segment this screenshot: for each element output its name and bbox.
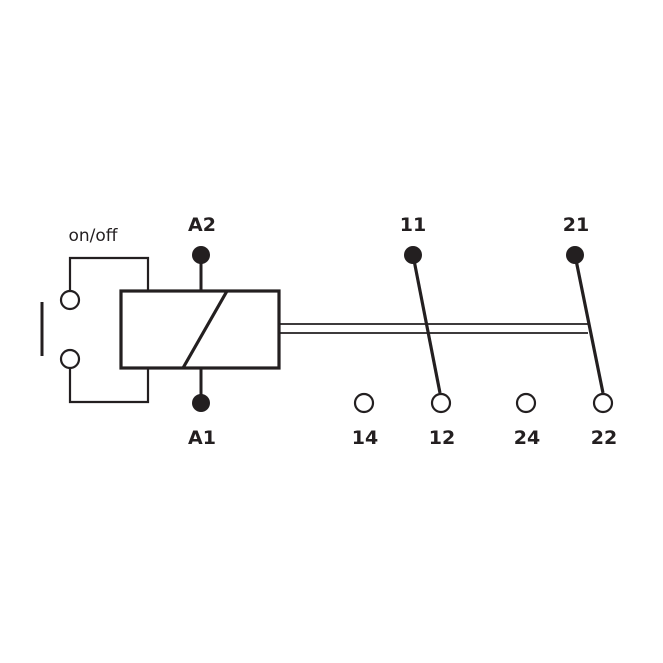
label-11: 11 bbox=[400, 214, 426, 236]
contact-arm-21 bbox=[573, 254, 605, 394]
terminal-a1 bbox=[192, 394, 210, 412]
contact-set-1 bbox=[353, 246, 452, 414]
coil-diagonal bbox=[181, 290, 229, 369]
coil-box bbox=[119, 289, 281, 370]
label-12: 12 bbox=[429, 427, 455, 449]
terminal-22 bbox=[592, 392, 614, 414]
terminal-24 bbox=[515, 392, 537, 414]
switch-terminal-top bbox=[59, 289, 81, 311]
relay-coil bbox=[119, 246, 281, 412]
label-22: 22 bbox=[591, 427, 617, 449]
label-24: 24 bbox=[514, 427, 540, 449]
terminal-a2 bbox=[192, 246, 210, 264]
mechanical-linkage bbox=[279, 323, 588, 334]
label-21: 21 bbox=[563, 214, 589, 236]
terminal-11 bbox=[404, 246, 422, 264]
terminal-21 bbox=[566, 246, 584, 264]
label-14: 14 bbox=[352, 427, 378, 449]
label-a2: A2 bbox=[188, 214, 216, 236]
label-on-off: on/off bbox=[68, 226, 118, 246]
switch-terminal-bottom bbox=[59, 348, 81, 370]
terminal-14 bbox=[353, 392, 375, 414]
terminal-12 bbox=[430, 392, 452, 414]
switch-wiring bbox=[40, 256, 150, 404]
contact-arm-11 bbox=[411, 254, 442, 394]
label-a1: A1 bbox=[188, 427, 216, 449]
contact-set-2 bbox=[515, 246, 614, 414]
